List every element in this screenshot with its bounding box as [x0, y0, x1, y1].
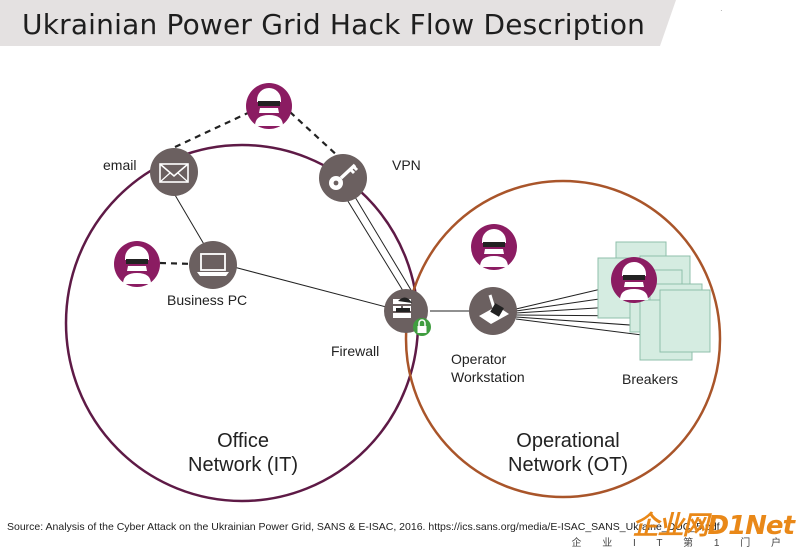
watermark-tagline: 企 业 I T 第 1 门 户 — [571, 538, 790, 549]
title-band — [0, 0, 800, 46]
key-icon — [319, 154, 367, 202]
laptop-icon — [189, 241, 237, 289]
operator-label-line1: Operator — [451, 351, 507, 367]
page-title: Ukrainian Power Grid Hack Flow Descripti… — [22, 8, 646, 41]
operational-network-ring — [404, 179, 722, 499]
operator-label-line2: Workstation — [451, 369, 525, 385]
office-label-line2: Network (IT) — [188, 454, 298, 476]
office-network-label: Office Network (IT) — [160, 429, 326, 477]
vpn-label: VPN — [392, 157, 421, 173]
dashed-attacker-links — [159, 111, 341, 266]
operational-label-line2: Network (OT) — [508, 454, 628, 476]
operational-network-label: Operational Network (OT) — [480, 429, 656, 477]
breakers-label: Breakers — [622, 371, 679, 387]
email-label: email — [103, 157, 137, 173]
operator-workstation-label: Operator Workstation — [451, 350, 525, 386]
hacker-icon — [611, 257, 657, 303]
watermark: 企业网D1Net 企 业 I T 第 1 门 户 — [571, 505, 800, 549]
firewall-label: Firewall — [331, 343, 380, 359]
breaker-panels — [597, 241, 711, 361]
hacker-icon — [246, 83, 292, 129]
business-pc-label: Business PC — [167, 292, 248, 308]
office-label-line1: Office — [217, 430, 269, 452]
hacker-icon — [471, 224, 517, 270]
corner-mark: · — [720, 6, 723, 15]
watermark-logo: 企业网D1Net — [632, 511, 795, 541]
source-citation: Source: Analysis of the Cyber Attack on … — [7, 521, 720, 533]
envelope-icon — [150, 148, 198, 196]
workstation-icon — [469, 287, 517, 335]
lock-icon — [413, 318, 431, 336]
hacker-icon — [114, 241, 160, 287]
operational-label-line1: Operational — [516, 430, 620, 452]
